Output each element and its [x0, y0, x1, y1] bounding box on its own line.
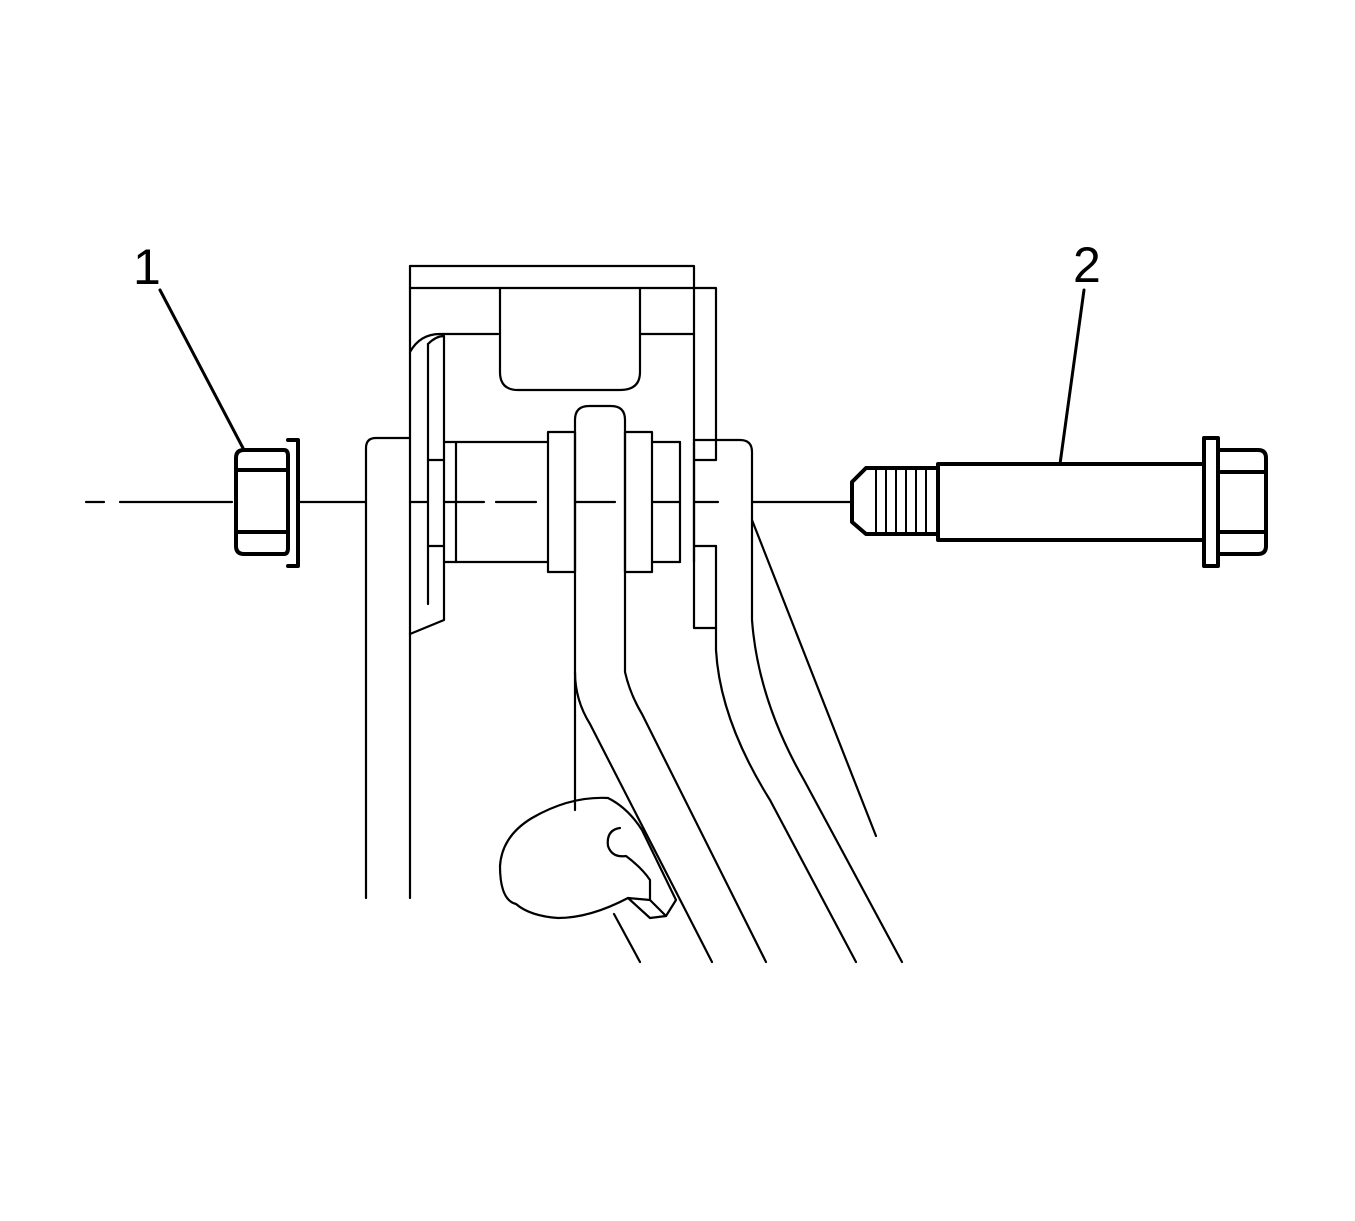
callout-label-2: 2: [1073, 237, 1101, 293]
leader-line-2: [1060, 290, 1084, 464]
bolt-part: [852, 438, 1266, 566]
bracket-top-tab: [500, 288, 640, 390]
bracket-right-plate: [694, 440, 902, 962]
leader-line-1: [160, 290, 244, 450]
pedal-arm: [575, 406, 766, 962]
bracket-left-plate: [366, 266, 716, 898]
callout-label-1: 1: [133, 239, 161, 295]
wire-clip: [500, 798, 676, 962]
nut-part: [236, 440, 298, 566]
left-inner-plate: [410, 336, 444, 634]
